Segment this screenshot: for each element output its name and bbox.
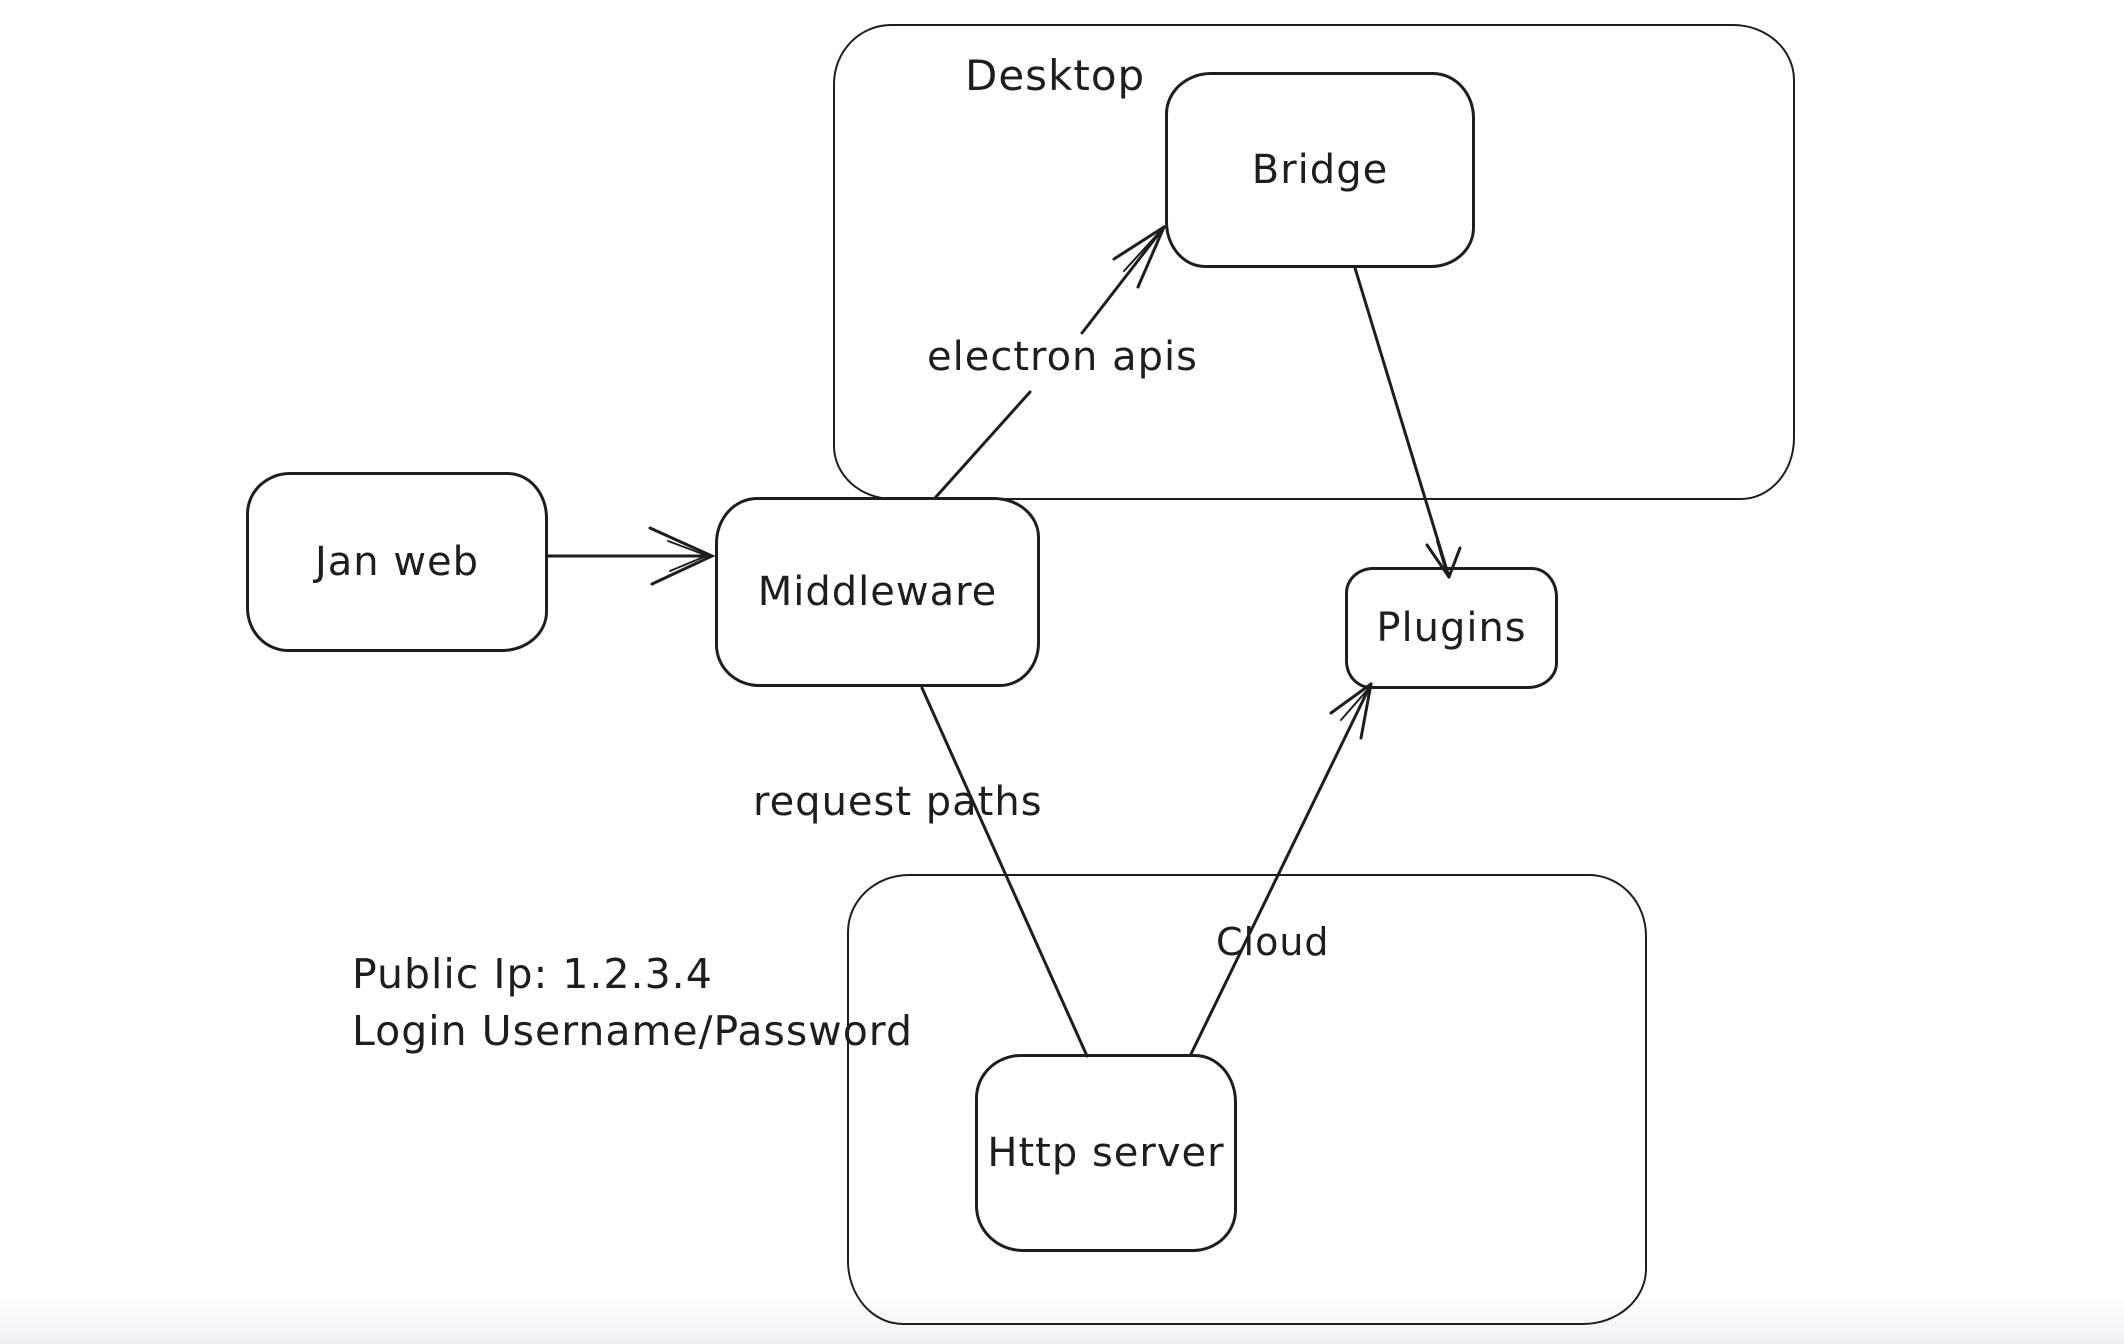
- request-paths-edge-label[interactable]: request paths: [753, 779, 1043, 825]
- node-jan-web-label: Jan web: [314, 539, 480, 585]
- desktop-container-box[interactable]: [833, 24, 1795, 500]
- node-jan-web[interactable]: Jan web: [246, 472, 548, 652]
- public-ip-annotation[interactable]: Public Ip: 1.2.3.4: [352, 950, 713, 998]
- desktop-container-label[interactable]: Desktop: [965, 51, 1146, 100]
- node-bridge-label: Bridge: [1251, 147, 1389, 193]
- node-http-server[interactable]: Http server: [975, 1054, 1237, 1252]
- edge-janweb-to-middleware[interactable]: [546, 526, 716, 586]
- node-bridge[interactable]: Bridge: [1165, 72, 1475, 268]
- electron-apis-edge-label[interactable]: electron apis: [927, 334, 1198, 380]
- node-middleware-label: Middleware: [757, 569, 998, 615]
- node-http-server-label: Http server: [987, 1130, 1225, 1176]
- node-plugins[interactable]: Plugins: [1345, 567, 1558, 689]
- cloud-container-label[interactable]: Cloud: [1216, 920, 1330, 964]
- login-credentials-annotation[interactable]: Login Username/Password: [352, 1007, 913, 1055]
- node-middleware[interactable]: Middleware: [715, 497, 1040, 687]
- node-plugins-label: Plugins: [1376, 605, 1527, 651]
- bottom-fade-strip: [0, 1298, 2124, 1344]
